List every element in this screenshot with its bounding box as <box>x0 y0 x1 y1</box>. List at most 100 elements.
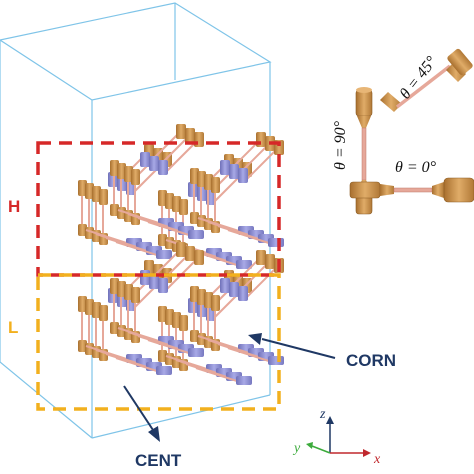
axis-x-label: x <box>373 452 381 467</box>
specimen-box-wireframe <box>0 2 272 439</box>
lattice-rod <box>115 241 161 257</box>
lattice-node <box>156 366 172 375</box>
lattice-node <box>99 189 108 205</box>
lattice-rod <box>243 147 279 183</box>
lattice-node <box>124 166 133 182</box>
strut-diagonal <box>380 48 473 112</box>
lattice-rod <box>147 339 193 355</box>
lattice-node <box>140 152 150 167</box>
lattice-rod <box>147 221 193 237</box>
lattice-rod <box>115 357 161 373</box>
lattice-node <box>110 278 119 294</box>
lattice-node <box>190 168 199 184</box>
lattice-node <box>110 160 119 176</box>
lattice-node <box>158 306 167 322</box>
lattice-node <box>229 282 239 297</box>
lattice-node <box>229 164 239 179</box>
lattice-node <box>92 186 101 202</box>
lattice-node <box>268 356 284 365</box>
lattice-node <box>158 190 167 206</box>
lattice-node <box>92 302 101 318</box>
axes-triad <box>306 416 371 457</box>
lattice-node <box>190 330 199 342</box>
lattice-node <box>124 284 133 300</box>
center-callout-label: CENT <box>135 451 182 470</box>
angle-label-0: θ = 0° <box>395 159 437 176</box>
lattice-node <box>236 376 252 385</box>
lattice-node <box>131 287 140 303</box>
lattice-node <box>117 281 126 297</box>
lattice-node <box>149 156 159 171</box>
lattice-node <box>268 238 284 247</box>
lattice-node <box>188 230 204 239</box>
lattice-node <box>176 242 186 257</box>
lattice-cluster-low <box>78 242 284 385</box>
lattice-node <box>211 295 220 311</box>
lattice-node <box>194 250 204 265</box>
lattice-node <box>176 124 186 139</box>
lattice-node <box>238 286 248 301</box>
lattice-node <box>204 292 213 308</box>
strut-horizontal <box>349 177 474 203</box>
axis-z-label: z <box>319 407 326 422</box>
lattice-node <box>158 160 168 175</box>
lattice-node <box>185 246 195 261</box>
lattice-node <box>220 160 230 175</box>
lattice-node <box>140 270 150 285</box>
lattice-node <box>85 183 94 199</box>
lattice-node <box>78 340 87 352</box>
low-region-label: L <box>8 318 18 337</box>
lattice-rod <box>227 229 273 245</box>
lattice-node <box>110 322 119 334</box>
lattice-node <box>149 274 159 289</box>
lattice-node <box>158 350 167 362</box>
lattice-node <box>85 299 94 315</box>
lattice-node <box>78 296 87 312</box>
lattice-node <box>190 286 199 302</box>
lattice-node <box>190 212 199 224</box>
lattice-node <box>204 174 213 190</box>
lattice-node <box>256 250 266 265</box>
lattice-node <box>211 177 220 193</box>
lattice-node <box>156 250 172 259</box>
lattice-node <box>197 289 206 305</box>
lattice-node <box>158 234 167 246</box>
lattice-node <box>220 278 230 293</box>
center-arrowhead <box>148 426 160 442</box>
high-region-label: H <box>8 197 20 216</box>
corner-arrowhead <box>248 333 262 345</box>
lattice-node <box>78 180 87 196</box>
lattice-node <box>172 196 181 212</box>
low-region-box <box>36 273 281 411</box>
lattice-node <box>158 278 168 293</box>
lattice-node <box>179 315 188 331</box>
lattice-node <box>165 193 174 209</box>
lattice-node <box>78 224 87 236</box>
lattice-cluster-high <box>78 124 284 269</box>
lattice-rod <box>163 139 199 175</box>
corner-arrow <box>261 338 336 359</box>
lattice-rod <box>227 347 273 363</box>
lattice-node <box>236 260 252 269</box>
lattice-rod <box>243 265 279 301</box>
angle-label-90: θ = 90° <box>332 120 349 170</box>
lattice-rod <box>195 367 241 383</box>
center-arrow <box>123 385 154 431</box>
lattice-node <box>110 204 119 216</box>
lattice-node <box>185 128 195 143</box>
corner-callout-label: CORN <box>346 351 396 370</box>
lattice-node <box>131 169 140 185</box>
lattice-node <box>117 163 126 179</box>
lattice-node <box>172 312 181 328</box>
lattice-node <box>179 199 188 215</box>
lattice-node <box>265 254 275 269</box>
lattice-node <box>238 168 248 183</box>
lattice-node <box>165 309 174 325</box>
lattice-node <box>99 305 108 321</box>
lattice-node <box>188 348 204 357</box>
lattice-node <box>197 171 206 187</box>
axis-y-label: y <box>292 441 301 456</box>
high-region-box <box>36 141 281 277</box>
